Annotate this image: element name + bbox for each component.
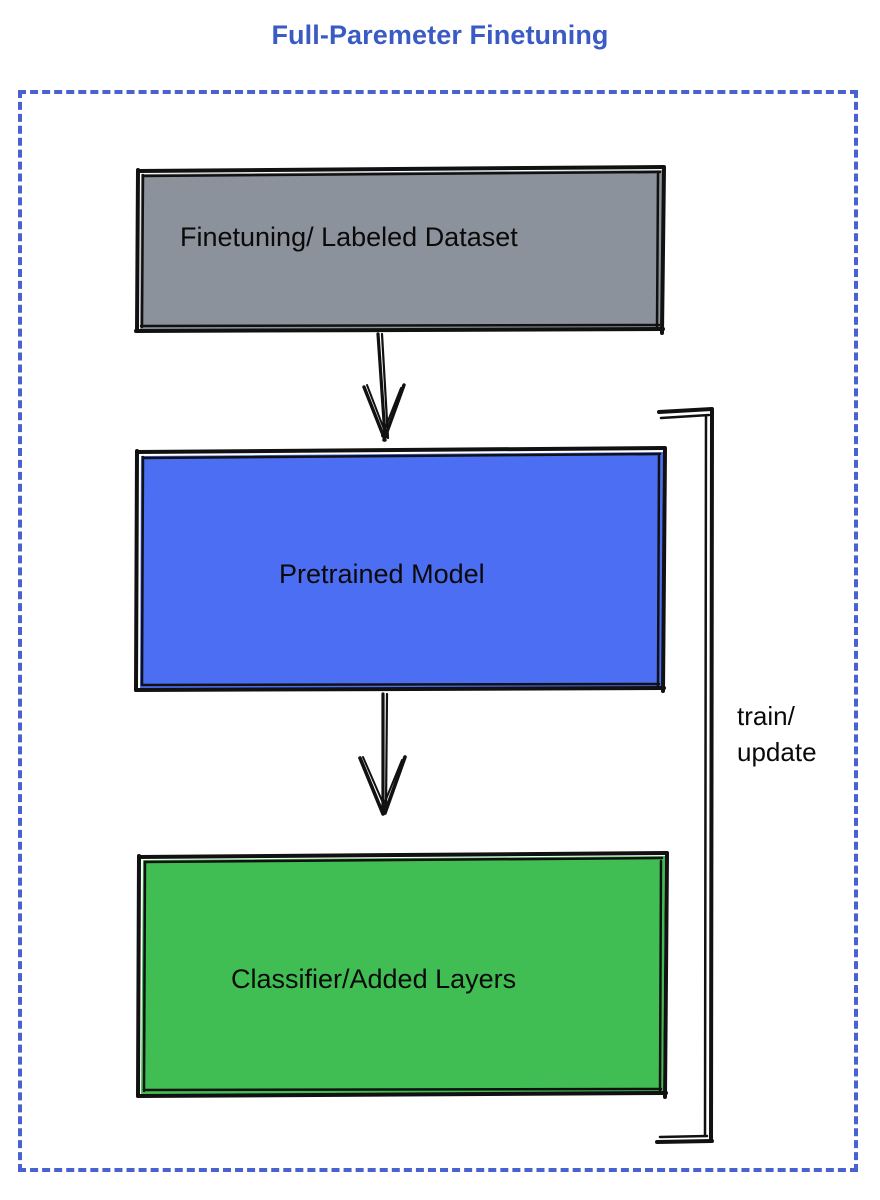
node-dataset-label: Finetuning/ Labeled Dataset <box>180 222 518 252</box>
page-title: Full-Paremeter Finetuning <box>271 20 609 50</box>
node-classifier-label: Classifier/Added Layers <box>231 964 517 994</box>
edge-train-update-label: train/ update <box>737 698 817 770</box>
node-model-label: Pretrained Model <box>279 559 485 589</box>
edge-label-line-2: update <box>737 737 817 767</box>
edge-label-line-1: train/ <box>737 701 795 731</box>
dashed-group-container <box>18 90 858 1172</box>
